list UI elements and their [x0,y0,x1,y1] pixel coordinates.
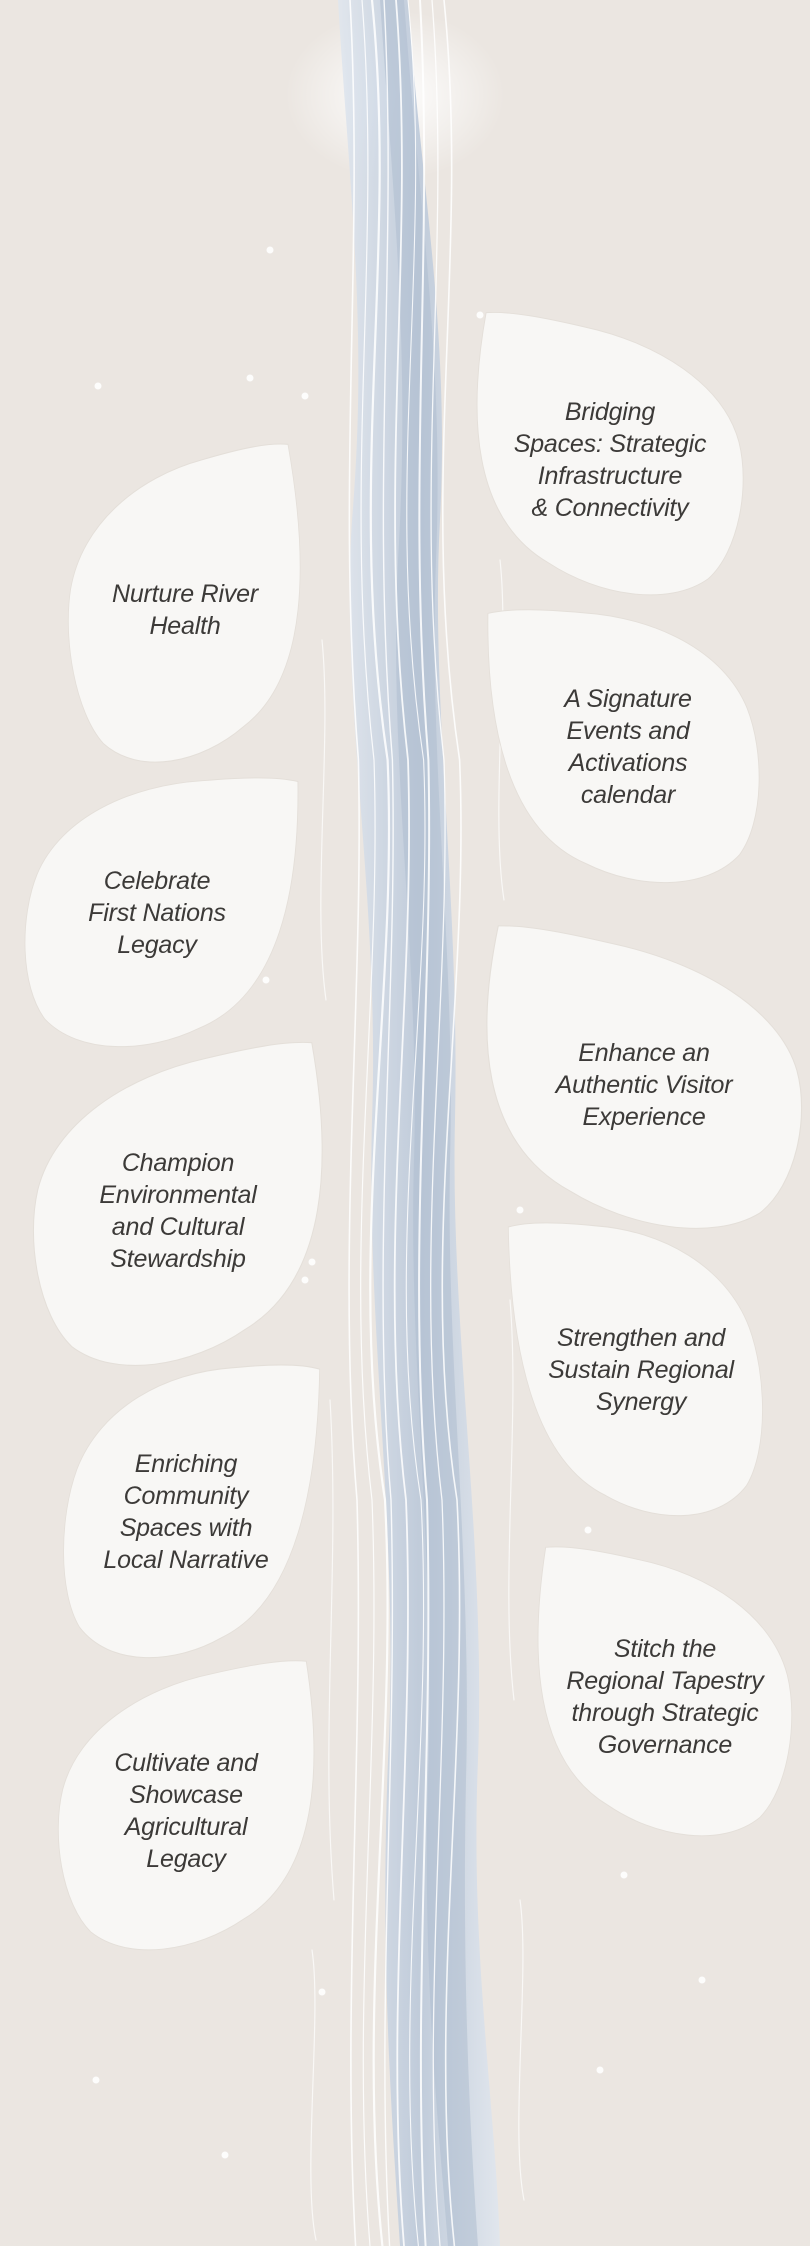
leaf-shape [24,777,299,1048]
leaf-nurture-river-health: Nurture River Health [62,443,308,764]
leaf-regional-synergy: Strengthen and Sustain Regional Synergy [507,1216,764,1524]
sparkle-dot [698,1976,706,1984]
sparkle-dot [262,976,270,984]
river-strand [369,0,391,2246]
river-strand [393,0,410,2246]
sparkle-dot [92,2076,100,2084]
leaf-label: Strengthen and Sustain Regional Synergy [548,1324,734,1416]
sparkle-dot [266,246,274,254]
river-strand [405,0,426,2246]
river-strand [382,0,394,2246]
leaf-shape [487,609,760,883]
sparkle-dot [596,2066,604,2074]
river-wisp [508,1299,515,1701]
river-strand [348,0,360,2246]
leaf-shape [63,1364,321,1659]
leaf-shape [57,1660,315,1951]
leaf-celebrate-first-nations-legacy: Celebrate First Nations Legacy [22,772,299,1054]
leaf-regional-tapestry-governance: Stitch the Regional Tapestry through Str… [532,1546,798,1838]
leaf-label: Bridging Spaces: Strategic Infrastructur… [513,398,707,522]
sparkle-dot [301,392,309,400]
sparkle-dot [301,1276,309,1284]
leaf-label: Enhance an Authentic Visitor Experience [555,1039,733,1131]
leaf-label: A Signature Events and Activations calen… [564,685,692,809]
leaf-label: Celebrate First Nations Legacy [88,867,226,959]
sparkle-dot [318,1988,326,1996]
river-strand [360,0,376,2246]
sparkle-dot [221,2151,229,2159]
river-wisp [328,1399,335,1901]
leaf-shape [33,1041,323,1366]
sparkle-dot [584,1526,592,1534]
sparkle-dot [516,1206,524,1214]
leaf-shape [486,925,803,1229]
leaf-authentic-visitor-experience: Enhance an Authentic Visitor Experience [478,925,810,1229]
sparkle-dot [308,1258,316,1266]
leaf-label: Nurture River Health [111,580,259,640]
leaf-signature-events-calendar: A Signature Events and Activations calen… [487,604,762,890]
sparkle-dot [476,311,484,319]
sparkle-dot [94,382,102,390]
river-strand [441,0,462,2246]
river-wisp [518,1899,525,2201]
sparkle-dot [620,1871,628,1879]
leaf-cultivate-showcase-agricultural-legacy: Cultivate and Showcase Agricultural Lega… [52,1660,320,1952]
leaf-enriching-community-spaces: Enriching Community Spaces with Local Na… [62,1358,321,1666]
leaf-label: Champion Environmental and Cultural Stew… [99,1149,257,1273]
river-strand [430,0,446,2246]
river-strand [418,0,431,2246]
river-shade [380,0,478,2246]
leaf-shape [537,1546,793,1837]
leaf-label: Stitch the Regional Tapestry through Str… [566,1635,764,1759]
leaf-label: Cultivate and Showcase Agricultural Lega… [114,1749,258,1873]
leaf-bridging-spaces: Bridging Spaces: Strategic Infrastructur… [470,311,750,596]
river-wisp [320,639,327,1001]
leaf-shape [476,311,744,596]
leaf-shape [67,443,301,763]
leaf-label: Enriching Community Spaces with Local Na… [103,1450,269,1574]
sparkle-dot [246,374,254,382]
leaf-shape [507,1222,763,1517]
leaf-champion-environmental-cultural-stewardship: Champion Environmental and Cultural Stew… [26,1041,330,1367]
river-wisp [310,1949,317,2241]
